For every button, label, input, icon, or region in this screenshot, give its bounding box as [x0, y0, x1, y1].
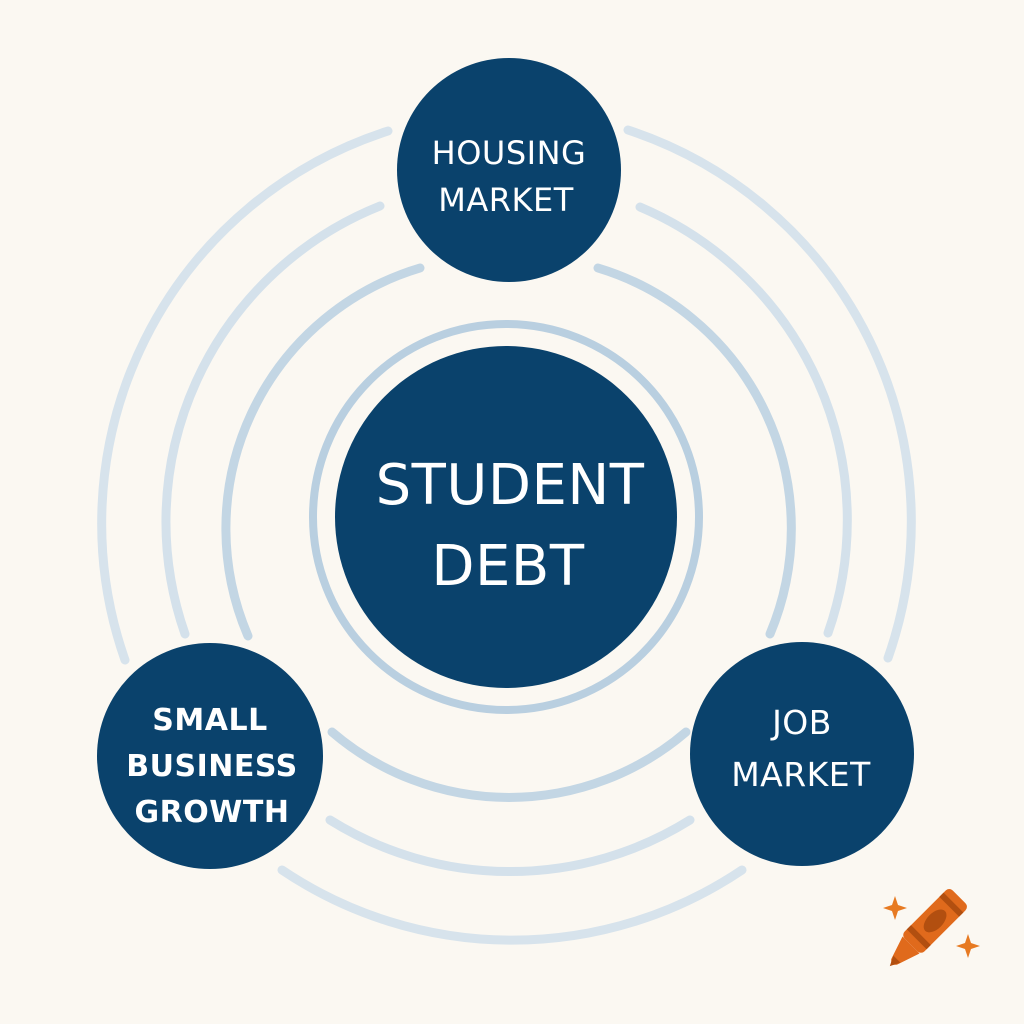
crayon-icon [889, 889, 967, 967]
sparkle-icon [883, 896, 907, 920]
housing-market-node-circle [397, 58, 621, 282]
second-ring-bottom-arc [325, 815, 695, 876]
outer-ring-right-arc [623, 125, 916, 663]
outer-ring-bottom-arc [277, 865, 747, 945]
small-business-growth-node-circle [97, 643, 323, 869]
second-ring-left-arc [161, 201, 385, 639]
rings [97, 125, 916, 945]
center-label-line-1: STUDENT [376, 453, 645, 518]
sparkle-icon [956, 934, 980, 958]
center-label-line-2: DEBT [431, 534, 584, 599]
small-business-growth-label-line-2: BUSINESS [126, 749, 297, 784]
small-business-growth-node: SMALL BUSINESS GROWTH [97, 643, 323, 869]
job-market-node-circle [690, 642, 914, 866]
job-market-label-line-1: JOB [770, 703, 832, 742]
small-business-growth-label-line-3: GROWTH [135, 795, 290, 830]
center-node: STUDENT DEBT [335, 346, 677, 688]
housing-market-node: HOUSING MARKET [397, 58, 621, 282]
housing-market-label-line-2: MARKET [438, 181, 573, 219]
job-market-node: JOB MARKET [690, 642, 914, 866]
second-ring-right-arc [635, 202, 852, 638]
third-ring-right-arc [593, 263, 796, 639]
third-ring-bottom-arc [327, 727, 691, 802]
center-node-circle [335, 346, 677, 688]
inner-ring [309, 320, 703, 714]
small-business-growth-label-line-1: SMALL [152, 703, 267, 738]
outer-ring-left-arc [97, 126, 393, 665]
third-ring-left-arc [221, 263, 425, 641]
housing-market-label-line-1: HOUSING [432, 134, 587, 172]
job-market-label-line-2: MARKET [731, 755, 871, 794]
